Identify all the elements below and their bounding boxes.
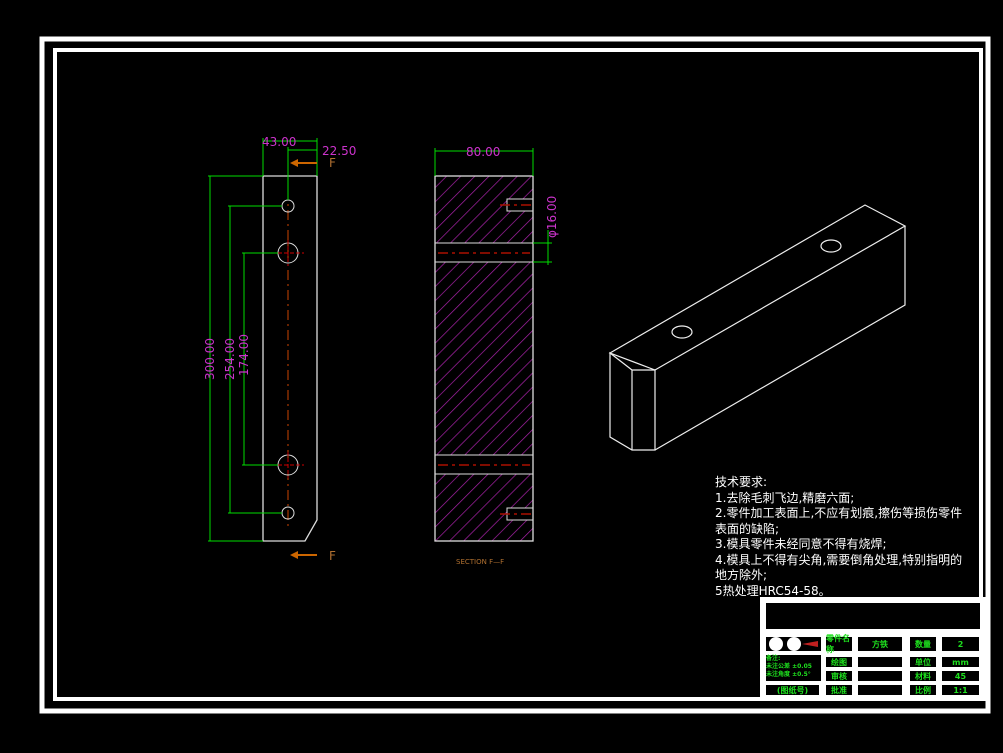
title-area — [766, 603, 980, 629]
part-name: 方铁 — [858, 637, 902, 651]
unit: mm — [942, 657, 979, 667]
note-line: 表面的缺陷; — [715, 521, 780, 536]
section-mark-bottom: F — [329, 549, 336, 563]
remarks: 备注: 未注公差 ±0.05 未注角度 ±0.5° — [766, 655, 821, 681]
approve-value — [858, 685, 902, 695]
section-view — [434, 148, 552, 542]
note-line: 3.模具零件未经同意不得有烧焊; — [715, 537, 887, 551]
note-line: 地方除外; — [715, 568, 768, 582]
section-label: SECTION F—F — [456, 558, 504, 566]
dim-width: 43.00 — [262, 135, 296, 149]
inner-frame — [53, 48, 983, 701]
drawn-value — [858, 657, 902, 667]
isometric-view — [608, 204, 907, 451]
tolerance-1: 未注公差 ±0.05 — [766, 663, 812, 670]
dim-hole-span-inner: 174.00 — [237, 334, 251, 376]
check-value — [858, 671, 902, 681]
dim-offset: 22.50 — [322, 144, 356, 158]
logo — [766, 637, 821, 651]
dim-bore: φ16.00 — [545, 196, 559, 238]
unit-label: 单位 — [910, 657, 936, 667]
note-line: 1.去除毛刺飞边,精磨六面; — [715, 490, 855, 505]
approve-label: 批准 — [826, 685, 852, 695]
qty: 2 — [942, 637, 979, 651]
material: 45 — [942, 671, 979, 681]
material-label: 材料 — [910, 671, 936, 681]
note-line: 2.零件加工表面上,不应有划痕,擦伤等损伤零件 — [715, 506, 963, 520]
dim-hole-span-outer: 254.00 — [223, 338, 237, 380]
note-line: 5热处理HRC54-58。 — [715, 583, 831, 598]
check-label: 审核 — [826, 671, 852, 681]
scale: 1:1 — [942, 685, 979, 695]
remark-label: 备注: — [766, 655, 781, 662]
drawn-label: 绘图 — [826, 657, 852, 667]
qty-label: 数量 — [910, 637, 936, 651]
tolerance-2: 未注角度 ±0.5° — [766, 671, 811, 678]
notes-title: 技术要求: — [715, 475, 768, 489]
technical-requirements: 技术要求: 1.去除毛刺飞边,精磨六面; 2.零件加工表面上,不应有划痕,擦伤等… — [715, 475, 962, 599]
drawing-number: (图纸号) — [766, 685, 819, 695]
outer-frame — [39, 36, 991, 714]
section-mark-top: F — [329, 156, 336, 170]
dim-section-width: 80.00 — [466, 145, 500, 159]
title-block: 零件名称 方铁 数量 2 备注: 未注公差 ±0.05 未注角度 ±0.5° 绘… — [760, 597, 986, 701]
dim-height: 300.00 — [203, 338, 217, 380]
note-line: 4.模具上不得有尖角,需要倒角处理,特别指明的 — [715, 552, 963, 567]
part-name-label: 零件名称 — [826, 634, 852, 654]
scale-label: 比例 — [910, 685, 936, 695]
front-view — [208, 138, 318, 559]
